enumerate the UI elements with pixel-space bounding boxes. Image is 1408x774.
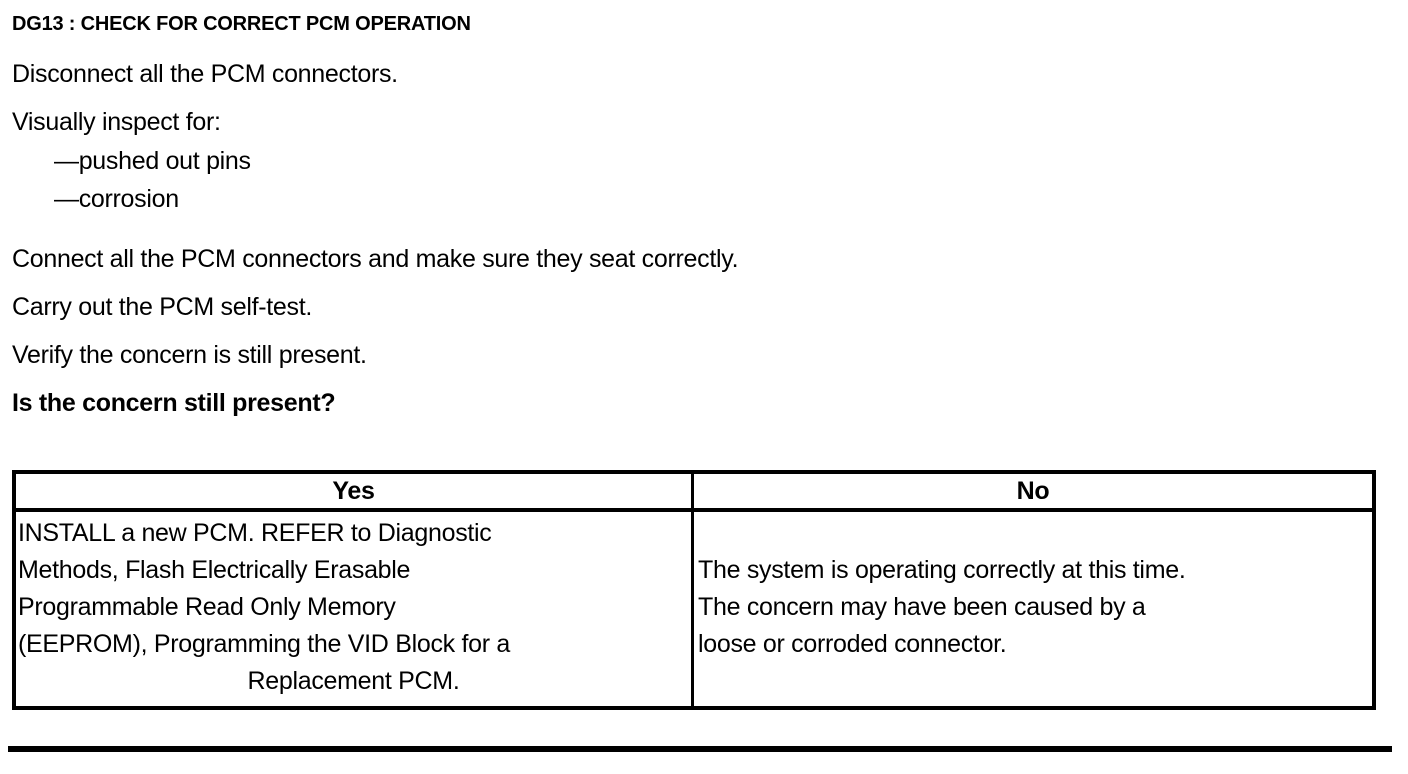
no-action-line-3: loose or corroded connector. <box>698 630 1007 658</box>
instruction-line-2: Visually inspect for: <box>12 108 221 136</box>
footer-divider-rule <box>8 746 1392 752</box>
instruction-line-3: Connect all the PCM connectors and make … <box>12 245 739 273</box>
instruction-bullet-pushed-out-pins: —pushed out pins <box>54 147 251 175</box>
table-header-no: No <box>1016 477 1050 505</box>
yes-action-line-3: Programmable Read Only Memory <box>18 593 396 621</box>
bullet-spacer <box>12 232 1392 242</box>
yes-action-lines: INSTALL a new PCM. REFER to Diagnostic M… <box>18 515 689 700</box>
yes-action-line-5: Replacement PCM. <box>247 667 460 695</box>
no-action-lines: The system is operating correctly at thi… <box>698 552 1186 663</box>
table-header-row: Yes No <box>16 474 1372 512</box>
page-title: DG13 : CHECK FOR CORRECT PCM OPERATION <box>12 13 471 35</box>
no-action-line-1: The system is operating correctly at thi… <box>698 556 1186 584</box>
yes-action-line-4: (EEPROM), Programming the VID Block for … <box>18 630 511 658</box>
instruction-line-5: Verify the concern is still present. <box>12 341 367 369</box>
decision-table: Yes No INSTALL a new PCM. REFER to Diagn… <box>12 470 1376 710</box>
instruction-bullet-corrosion: —corrosion <box>54 185 179 213</box>
yes-action-line-2: Methods, Flash Electrically Erasable <box>18 556 411 584</box>
instruction-line-4: Carry out the PCM self-test. <box>12 293 313 321</box>
instruction-list: Disconnect all the PCM connectors. Visua… <box>12 57 1392 434</box>
table-header-yes: Yes <box>16 474 694 508</box>
no-action-line-2: The concern may have been caused by a <box>698 593 1146 621</box>
instruction-question: Is the concern still present? <box>12 389 336 417</box>
yes-action-line-1: INSTALL a new PCM. REFER to Diagnostic <box>18 519 492 547</box>
instruction-line-1: Disconnect all the PCM connectors. <box>12 60 398 88</box>
table-cell-no-action: The system is operating correctly at thi… <box>694 512 1372 706</box>
table-row: INSTALL a new PCM. REFER to Diagnostic M… <box>16 512 1372 706</box>
table-cell-yes-action: INSTALL a new PCM. REFER to Diagnostic M… <box>16 512 694 706</box>
